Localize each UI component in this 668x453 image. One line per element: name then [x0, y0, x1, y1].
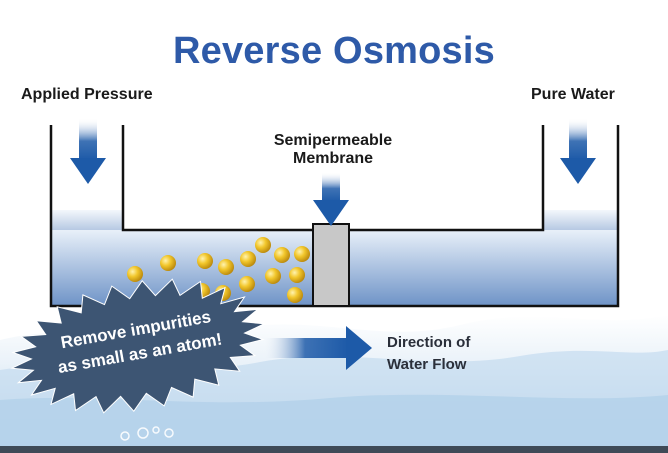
impurity-particle [197, 253, 213, 269]
impurity-particle [274, 247, 290, 263]
impurity-particle [160, 255, 176, 271]
page-title: Reverse Osmosis [173, 30, 495, 72]
callout-starburst [10, 278, 266, 414]
impurity-particle [294, 246, 310, 262]
applied-pressure-label: Applied Pressure [21, 86, 153, 103]
membrane-arrow [313, 172, 349, 226]
membrane-label-line1: Semipermeable [273, 132, 393, 149]
impurity-particle [289, 267, 305, 283]
impurity-particle [127, 266, 143, 282]
impurity-particle [287, 287, 303, 303]
impurity-particle [218, 259, 234, 275]
flow-label-line2: Water Flow [387, 356, 467, 373]
water-flow-arrow [262, 326, 372, 370]
impurity-particle [265, 268, 281, 284]
pure-water-label: Pure Water [531, 86, 615, 103]
bubbles [120, 426, 174, 441]
flow-direction-label: Direction of Water Flow [387, 332, 470, 376]
semipermeable-membrane [312, 223, 350, 307]
pure-water-arrow [560, 118, 596, 184]
impurity-particle [240, 251, 256, 267]
impurity-particle [239, 276, 255, 292]
membrane-label-line2: Membrane [292, 150, 374, 167]
membrane-label: Semipermeable Membrane [258, 132, 408, 168]
impurity-particles [127, 237, 310, 303]
flow-label-line1: Direction of [387, 334, 471, 351]
impurity-particle [255, 237, 271, 253]
applied-pressure-arrow [70, 118, 106, 184]
